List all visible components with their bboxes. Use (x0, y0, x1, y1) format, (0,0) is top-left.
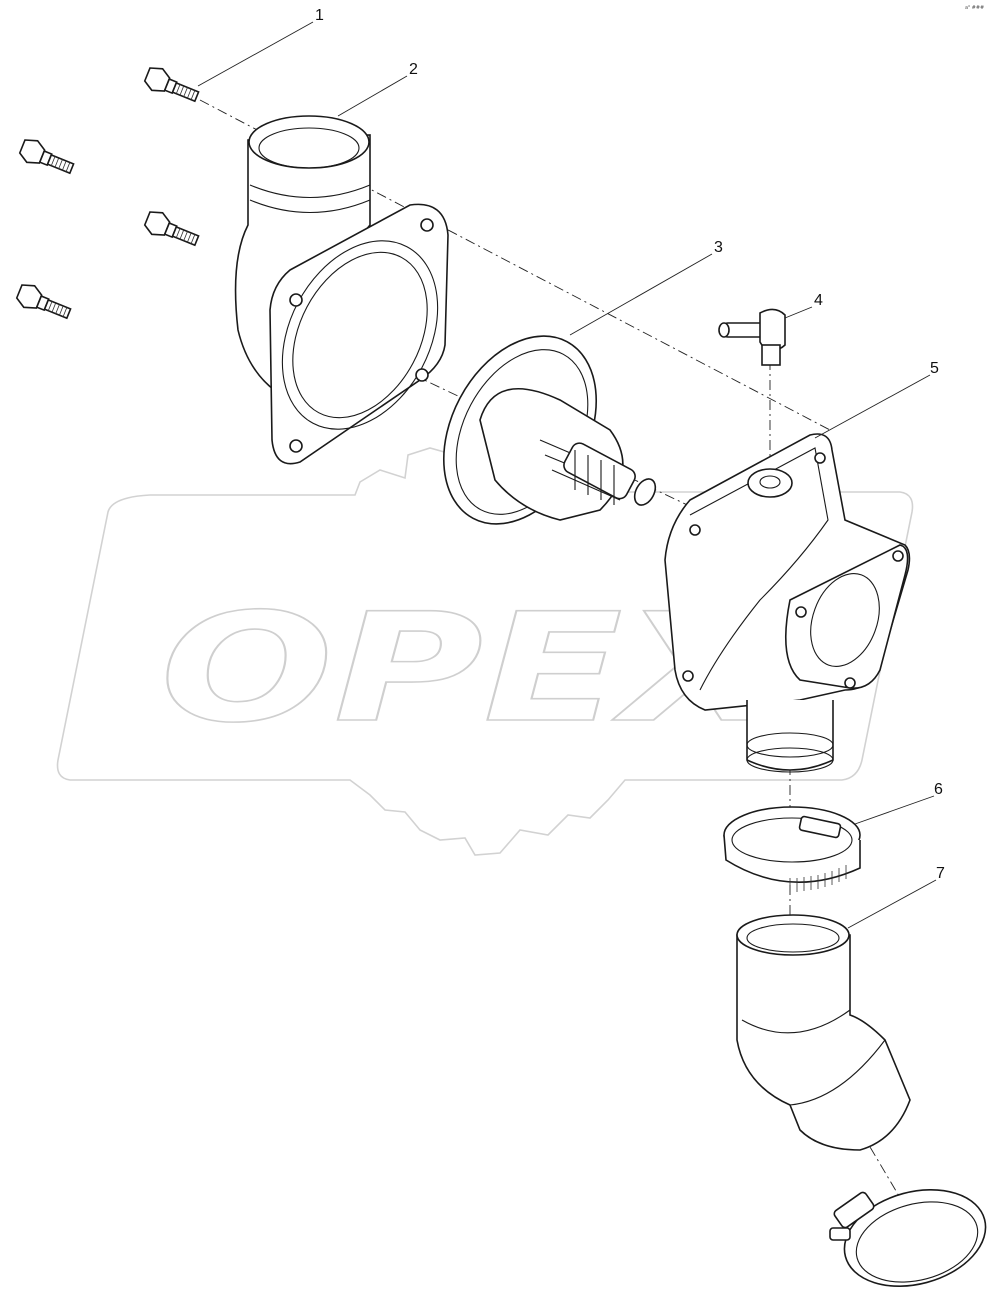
thermostat-housing (664, 433, 911, 773)
bolt-spare-a (18, 139, 75, 175)
callout-4: 4 (814, 292, 823, 309)
bolt-spare-b (143, 211, 200, 247)
callout-6: 6 (934, 781, 943, 798)
thermostat (442, 335, 657, 525)
callout-2: 2 (409, 61, 418, 78)
callout-labels: 1 2 3 4 5 6 7 (315, 7, 945, 882)
callout-5: 5 (930, 360, 939, 377)
callout-7: 7 (936, 865, 945, 882)
outlet-elbow-housing (234, 115, 449, 465)
corner-mark: a⁰ ### (965, 5, 984, 11)
bleed-fitting (718, 308, 786, 366)
hose-clamp (723, 806, 861, 892)
elbow-hose (736, 914, 911, 1151)
callout-1: 1 (315, 7, 324, 24)
callout-3: 3 (714, 239, 723, 256)
bolt-part-1 (143, 67, 200, 103)
lower-hose-clamp (829, 1189, 987, 1287)
callout-leaders (197, 21, 937, 929)
bolt-spare-c (15, 284, 72, 320)
